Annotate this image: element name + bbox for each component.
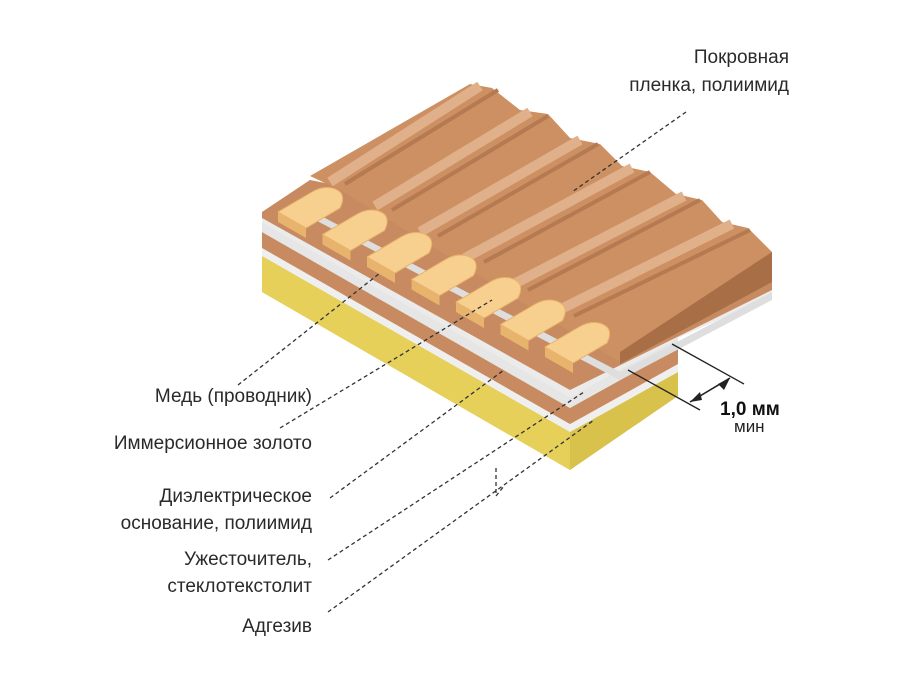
labels: Покровная пленка, полиимид Медь (проводн… bbox=[114, 47, 789, 637]
coverlay-layer bbox=[310, 81, 772, 364]
leader-copper bbox=[237, 272, 381, 386]
gold-pad bbox=[321, 209, 388, 252]
coverlay-ridges bbox=[327, 81, 751, 318]
gold-pad bbox=[410, 254, 477, 297]
dimension-value: 1,0 мм bbox=[720, 399, 780, 420]
gold-pad bbox=[544, 322, 611, 364]
label-dielectric-line2: основание, полиимид bbox=[121, 513, 312, 534]
leader-gold bbox=[279, 299, 493, 429]
label-dielectric-line1: Диэлектрическое bbox=[160, 486, 312, 507]
label-stiffener-line1: Ужесточитель, bbox=[184, 549, 312, 570]
label-gold: Иммерсионное золото bbox=[114, 433, 312, 454]
leader-stiffener bbox=[327, 391, 585, 561]
leader-lines bbox=[237, 111, 687, 613]
gold-pad-edge bbox=[411, 279, 440, 306]
label-coverlay-line1: Покровная bbox=[694, 47, 789, 68]
dimension-qualifier: мин bbox=[734, 417, 765, 436]
label-coverlay-line2: пленка, полиимид bbox=[629, 75, 789, 96]
gold-pad-edge bbox=[500, 324, 529, 351]
gold-pad-edge bbox=[278, 212, 306, 238]
gold-pad-edge bbox=[545, 347, 573, 373]
leader-break-marker bbox=[495, 468, 505, 498]
leader-coverlay bbox=[571, 111, 687, 193]
stiffener-side-face bbox=[570, 372, 678, 470]
gold-pad-edge bbox=[322, 234, 351, 261]
gold-pad bbox=[455, 277, 522, 319]
gold-pad bbox=[366, 232, 433, 274]
leader-dielectric bbox=[329, 369, 505, 499]
label-stiffener-line2: стеклотекстолит bbox=[167, 576, 312, 597]
dimension-marker: 1,0 мм мин bbox=[627, 343, 780, 436]
label-copper: Медь (проводник) bbox=[155, 386, 312, 407]
gold-pad bbox=[277, 187, 344, 229]
gold-pads bbox=[277, 187, 611, 373]
leader-adhesive bbox=[327, 419, 595, 613]
gold-pad bbox=[499, 299, 566, 342]
coverlay-top-surface bbox=[310, 84, 772, 362]
gold-pad-edge bbox=[456, 302, 484, 328]
label-adhesive: Адгезив bbox=[242, 616, 312, 637]
gold-pad-edge bbox=[367, 257, 395, 283]
